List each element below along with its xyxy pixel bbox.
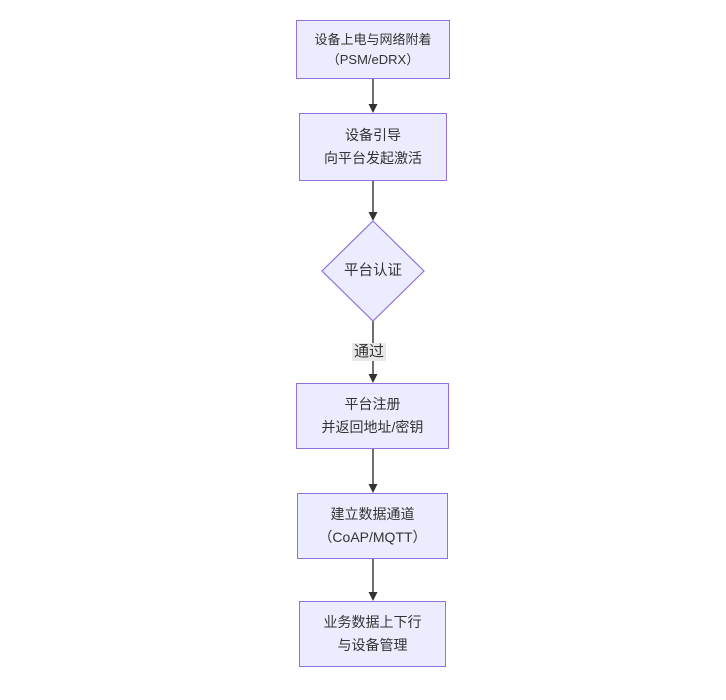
node-label-line: 设备引导 — [345, 127, 401, 143]
decision-diamond-shape — [321, 220, 425, 322]
node-label-line: 设备上电与网络附着 — [314, 31, 432, 47]
arrowhead-icon — [368, 104, 378, 113]
node-label-line: 平台注册 — [344, 396, 401, 412]
node-label-line: 与设备管理 — [337, 637, 408, 653]
arrowhead-icon — [368, 484, 378, 493]
flow-node-business-data: 业务数据上下行 与设备管理 — [299, 601, 446, 667]
node-label-line: 业务数据上下行 — [323, 614, 422, 630]
node-label-line: 并返回地址/密钥 — [321, 419, 424, 435]
edge-label-pass: 通过 — [352, 343, 387, 361]
node-label-line: 向平台发起激活 — [324, 150, 422, 166]
arrowhead-icon — [368, 374, 378, 383]
node-label-line: （PSM/eDRX） — [326, 51, 420, 67]
flow-node-power-attach: 设备上电与网络附着 （PSM/eDRX） — [296, 20, 450, 79]
node-label-line: （CoAP/MQTT） — [318, 529, 427, 545]
flow-node-bootstrap: 设备引导 向平台发起激活 — [299, 113, 447, 181]
flow-node-platform-auth-label: 平台认证 — [344, 263, 402, 279]
arrowhead-icon — [368, 212, 378, 221]
flow-node-platform-register: 平台注册 并返回地址/密钥 — [296, 383, 449, 449]
flow-node-data-channel: 建立数据通道 （CoAP/MQTT） — [297, 493, 448, 559]
arrowhead-icon — [368, 592, 378, 601]
node-label-line: 建立数据通道 — [330, 506, 415, 522]
